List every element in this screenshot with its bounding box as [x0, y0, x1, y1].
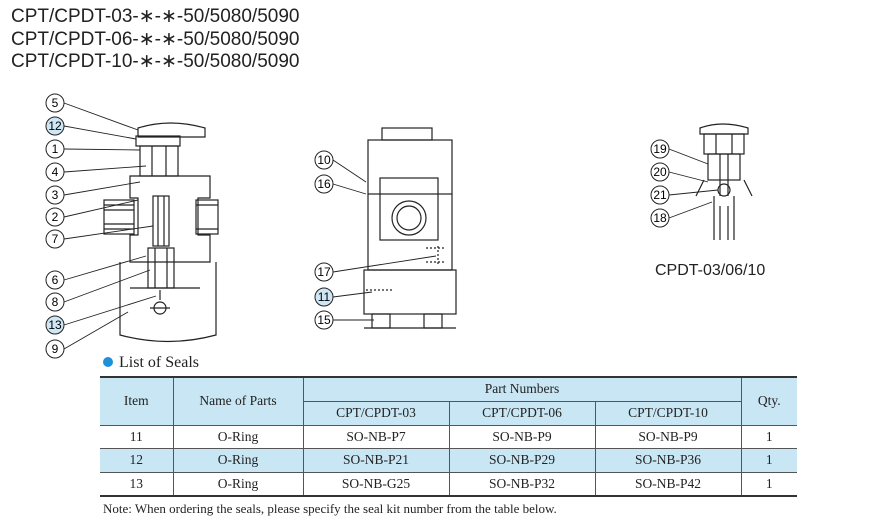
svg-text:10: 10: [317, 153, 331, 167]
cell-part-10: SO-NB-P9: [594, 424, 742, 449]
cell-item: 12: [100, 448, 174, 472]
callout-9: 9: [45, 339, 65, 359]
callout-5: 5: [45, 93, 65, 113]
cell-part-03: SO-NB-P21: [302, 448, 450, 472]
cell-qty: 1: [740, 471, 797, 497]
callout-7: 7: [45, 229, 65, 249]
external-view-drawing: [363, 127, 457, 329]
cell-item: 13: [100, 471, 174, 497]
callout-20: 20: [650, 162, 670, 182]
svg-text:21: 21: [653, 188, 667, 202]
svg-text:20: 20: [653, 165, 667, 179]
header-model: CPT/CPDT-03: [303, 400, 450, 425]
callout-13: 13: [45, 315, 65, 335]
svg-text:8: 8: [52, 295, 59, 309]
cell-item: 11: [100, 424, 174, 449]
callout-16: 16: [314, 174, 334, 194]
callout-12: 12: [45, 116, 65, 136]
table-row: 12 O-Ring SO-NB-P21 SO-NB-P29 SO-NB-P36 …: [100, 448, 797, 472]
callout-10: 10: [314, 150, 334, 170]
cell-part-06: SO-NB-P9: [448, 424, 596, 449]
header-model: CPT/CPDT-10: [594, 400, 741, 425]
detail-caption: CPDT-03/06/10: [655, 262, 766, 279]
callout-21: 21: [650, 185, 670, 205]
svg-text:6: 6: [52, 273, 59, 287]
cell-name: O-Ring: [172, 448, 304, 472]
callout-18: 18: [650, 208, 670, 228]
svg-text:4: 4: [52, 165, 59, 179]
model-title: CPT/CPDT-06-∗-∗-50/5080/5090: [11, 28, 300, 50]
callout-17: 17: [314, 262, 334, 282]
cell-part-03: SO-NB-P7: [302, 424, 450, 449]
svg-text:9: 9: [52, 342, 59, 356]
ordering-note: Note: When ordering the seals, please sp…: [103, 501, 557, 516]
callout-2: 2: [45, 207, 65, 227]
callout-8: 8: [45, 292, 65, 312]
svg-text:12: 12: [48, 119, 62, 133]
cell-part-03: SO-NB-G25: [302, 471, 450, 497]
header-qty: Qty.: [740, 376, 797, 425]
table-row: 13 O-Ring SO-NB-G25 SO-NB-P32 SO-NB-P42 …: [100, 471, 797, 497]
cell-part-10: SO-NB-P42: [594, 471, 742, 497]
svg-text:3: 3: [52, 188, 59, 202]
callout-19: 19: [650, 139, 670, 159]
bullet-icon: [103, 357, 113, 367]
svg-text:18: 18: [653, 211, 667, 225]
cell-part-06: SO-NB-P32: [448, 471, 596, 497]
callout-1: 1: [45, 139, 65, 159]
svg-text:11: 11: [318, 290, 331, 304]
callout-3: 3: [45, 185, 65, 205]
sectional-view-drawing: [103, 122, 219, 343]
model-titles: CPT/CPDT-03-∗-∗-50/5080/5090 CPT/CPDT-06…: [11, 6, 299, 74]
cell-part-10: SO-NB-P36: [594, 448, 742, 472]
cell-part-06: SO-NB-P29: [448, 448, 596, 472]
callout-15: 15: [314, 310, 334, 330]
cell-qty: 1: [740, 448, 797, 472]
model-title: CPT/CPDT-03-∗-∗-50/5080/5090: [11, 6, 300, 27]
header-item: Item: [100, 376, 174, 425]
svg-text:2: 2: [52, 210, 59, 224]
svg-text:13: 13: [48, 318, 62, 332]
svg-text:1: 1: [52, 142, 59, 156]
header-model: CPT/CPDT-06: [448, 400, 596, 425]
callout-4: 4: [45, 162, 65, 182]
model-title: CPT/CPDT-10-∗-∗-50/5080/5090: [11, 51, 300, 72]
valve-drawings: 5 12 1 4 3 2 7 6 8 13 9 10 16 17 11 15 1…: [45, 93, 753, 359]
cell-qty: 1: [740, 424, 797, 449]
svg-text:16: 16: [317, 177, 331, 191]
seals-heading-text: List of Seals: [119, 354, 199, 371]
svg-text:19: 19: [653, 142, 667, 156]
header-name: Name of Parts: [172, 376, 304, 425]
svg-text:5: 5: [52, 96, 59, 110]
table-row: 11 O-Ring SO-NB-P7 SO-NB-P9 SO-NB-P9 1: [100, 424, 797, 449]
seals-heading: List of Seals: [103, 354, 199, 372]
seals-table: Item Name of Parts Part Numbers Qty. CPT…: [100, 376, 797, 497]
cell-name: O-Ring: [172, 424, 304, 449]
svg-text:15: 15: [317, 313, 331, 327]
svg-text:7: 7: [52, 232, 59, 246]
cell-name: O-Ring: [172, 471, 304, 497]
callout-11: 11: [314, 287, 334, 307]
svg-text:17: 17: [317, 265, 331, 279]
header-part-numbers: Part Numbers: [302, 376, 742, 401]
callout-6: 6: [45, 270, 65, 290]
detail-view-drawing: [695, 123, 753, 240]
